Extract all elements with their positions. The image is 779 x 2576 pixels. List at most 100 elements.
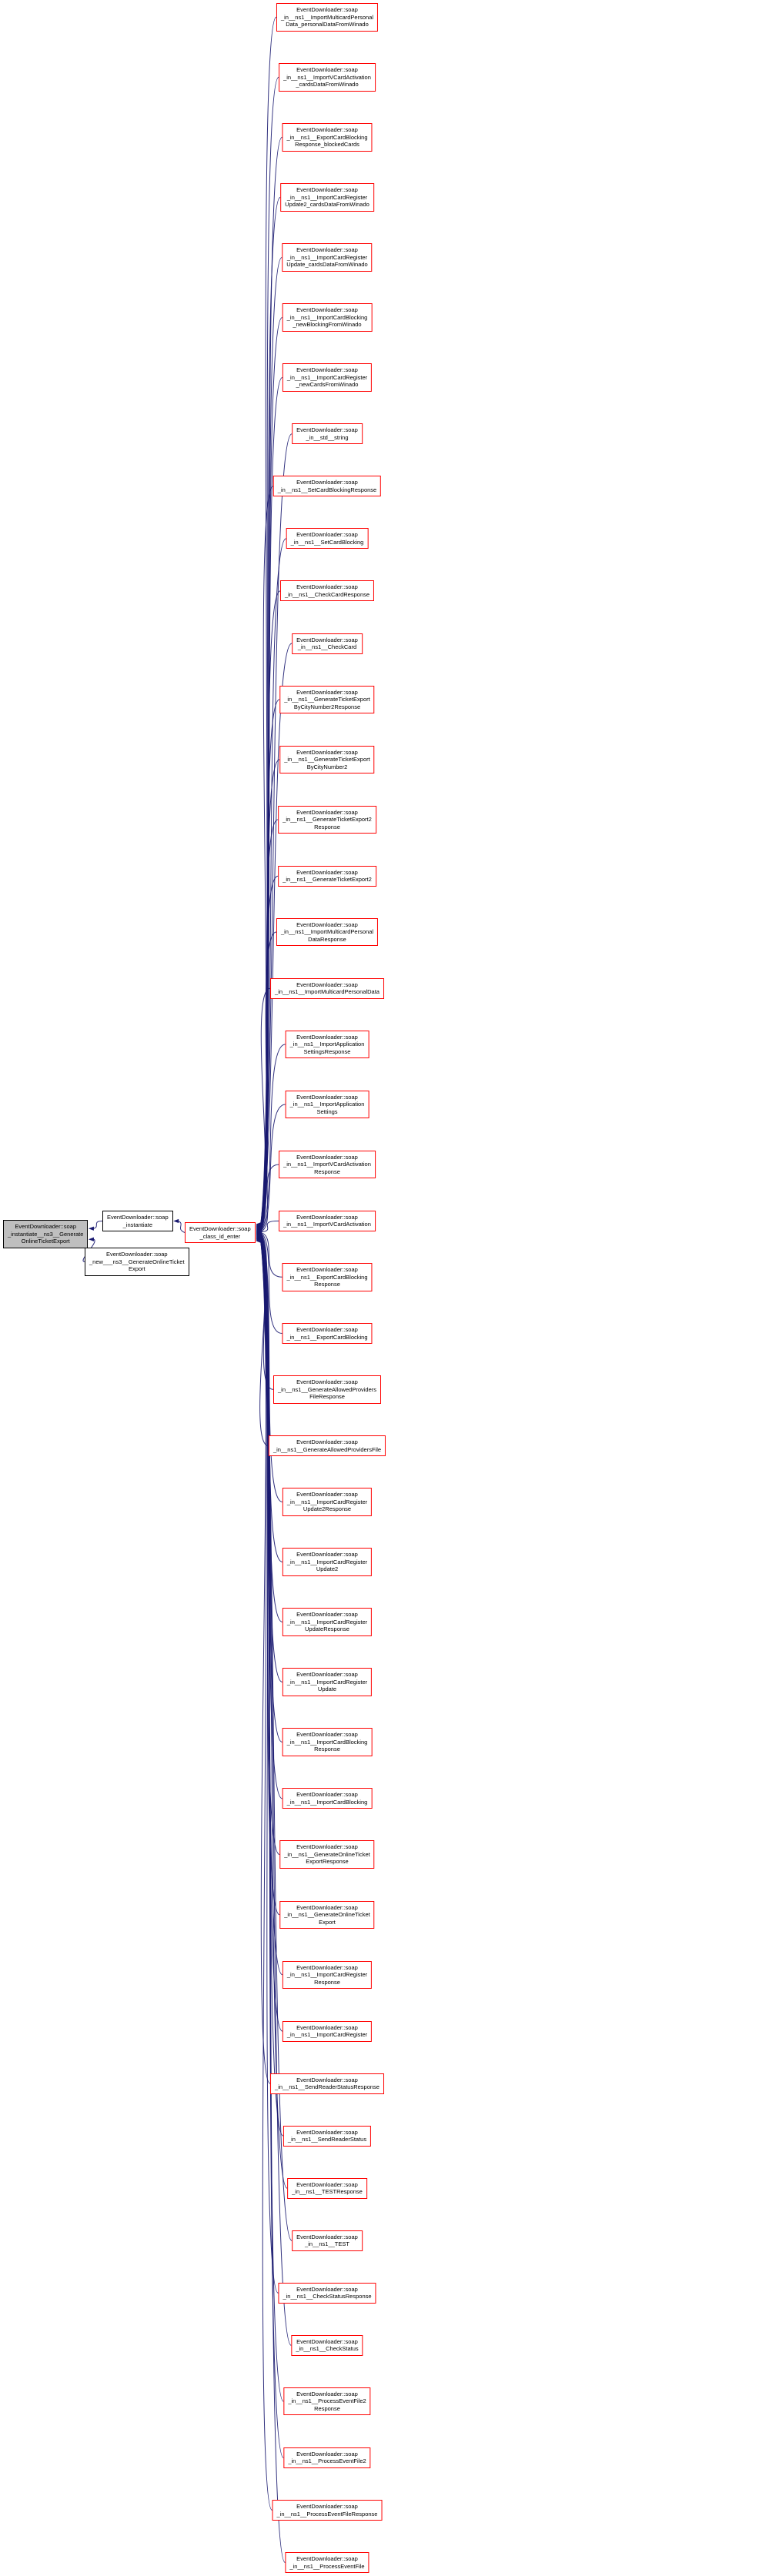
node-label-line: _in__ns1__ImportApplication	[289, 1101, 365, 1108]
caller-node-24[interactable]: EventDownloader::soap_in__ns1__ExportCar…	[282, 1323, 373, 1344]
node-label-line: EventDownloader::soap	[296, 1326, 358, 1333]
node-label-line: EventDownloader::soap	[296, 1491, 358, 1498]
node-label-line: EventDownloader::soap	[296, 246, 358, 254]
caller-node-22[interactable]: EventDownloader::soap_in__ns1__ImportVCa…	[279, 1210, 376, 1231]
caller-node-17[interactable]: EventDownloader::soap_in__ns1__ImportMul…	[276, 917, 379, 947]
caller-node-20[interactable]: EventDownloader::soap_in__ns1__ImportApp…	[285, 1090, 369, 1119]
node-label-line: _in__ns1__GenerateTicketExport2	[283, 816, 372, 824]
caller-node-42[interactable]: EventDownloader::soap_in__ns1__CheckStat…	[291, 2334, 363, 2356]
node-soap-class-id-enter[interactable]: EventDownloader::soap _class_id_enter	[185, 1222, 256, 1243]
node-label-line: EventDownloader::soap	[296, 636, 358, 643]
caller-node-43[interactable]: EventDownloader::soap_in__ns1__ProcessEv…	[283, 2387, 371, 2416]
node-label-line: ByCityNumber2Response	[293, 703, 361, 710]
node-label-line: _in__ns1__ProcessEventFile2	[288, 2397, 366, 2405]
caller-node-21[interactable]: EventDownloader::soap_in__ns1__ImportVCa…	[279, 1150, 376, 1179]
caller-node-45[interactable]: EventDownloader::soap_in__ns1__ProcessEv…	[272, 2500, 383, 2521]
caller-node-23[interactable]: EventDownloader::soap_in__ns1__ExportCar…	[282, 1263, 373, 1291]
node-label-line: Data_personalDataFromWinado	[286, 21, 369, 28]
caller-node-41[interactable]: EventDownloader::soap_in__ns1__CheckStat…	[278, 2282, 376, 2304]
caller-node-6[interactable]: EventDownloader::soap_in__ns1__ImportCar…	[282, 303, 373, 332]
node-label-line: EventDownloader::soap	[296, 2023, 358, 2031]
node-label-line: EventDownloader::soap	[296, 1551, 358, 1559]
caller-node-11[interactable]: EventDownloader::soap_in__ns1__CheckCard…	[279, 580, 375, 602]
node-label-line: Update2_cardsDataFromWinado	[285, 201, 369, 209]
node-label-line: _in__ns1__SendReaderStatus	[287, 2136, 367, 2143]
node-label-line: SettingsResponse	[303, 1047, 351, 1055]
node-label-line: _in__ns1__GenerateOnlineTicket	[284, 1911, 370, 1918]
caller-node-3[interactable]: EventDownloader::soap_in__ns1__ExportCar…	[282, 123, 373, 152]
node-label-line: Response	[314, 1746, 340, 1753]
caller-node-35[interactable]: EventDownloader::soap_in__ns1__ImportCar…	[282, 1960, 373, 1989]
node-label-line: EventDownloader::soap	[296, 688, 358, 696]
node-label-line: _in__ns1__ImportCardRegister	[286, 253, 368, 261]
node-label-line: Export	[319, 1918, 336, 1926]
caller-node-33[interactable]: EventDownloader::soap_in__ns1__GenerateO…	[279, 1840, 375, 1869]
caller-node-25[interactable]: EventDownloader::soap_in__ns1__GenerateA…	[273, 1375, 381, 1404]
node-label-line: _in__std__string	[306, 433, 349, 441]
node-label-line: FileResponse	[309, 1393, 345, 1401]
caller-node-7[interactable]: EventDownloader::soap_in__ns1__ImportCar…	[282, 363, 373, 392]
caller-node-26[interactable]: EventDownloader::soap_in__ns1__GenerateA…	[268, 1435, 386, 1457]
node-label-line: EventDownloader::soap	[296, 126, 358, 134]
node-label-line: _in__ns1__GenerateTicketExport	[284, 696, 370, 703]
caller-node-2[interactable]: EventDownloader::soap_in__ns1__ImportVCa…	[279, 63, 376, 92]
caller-node-5[interactable]: EventDownloader::soap_in__ns1__ImportCar…	[282, 243, 373, 272]
node-label-line: EventDownloader::soap	[296, 1963, 358, 1971]
node-label-line: EventDownloader::soap	[296, 426, 358, 434]
node-label-line: _cardsDataFromWinado	[296, 81, 359, 88]
caller-node-10[interactable]: EventDownloader::soap_in__ns1__SetCardBl…	[286, 528, 369, 550]
caller-node-29[interactable]: EventDownloader::soap_in__ns1__ImportCar…	[282, 1608, 373, 1636]
caller-node-34[interactable]: EventDownloader::soap_in__ns1__GenerateO…	[279, 1900, 375, 1929]
caller-node-46[interactable]: EventDownloader::soap_in__ns1__ProcessEv…	[285, 2552, 369, 2573]
caller-node-27[interactable]: EventDownloader::soap_in__ns1__ImportCar…	[282, 1488, 373, 1516]
caller-node-9[interactable]: EventDownloader::soap_in__ns1__SetCardBl…	[272, 476, 382, 497]
caller-node-16[interactable]: EventDownloader::soap_in__ns1__GenerateT…	[278, 865, 376, 887]
caller-node-39[interactable]: EventDownloader::soap_in__ns1__TESTRespo…	[287, 2177, 367, 2199]
caller-node-15[interactable]: EventDownloader::soap_in__ns1__GenerateT…	[278, 805, 376, 834]
caller-node-36[interactable]: EventDownloader::soap_in__ns1__ImportCar…	[282, 2020, 373, 2042]
node-label-line: _in__ns1__GenerateAllowedProviders	[278, 1385, 376, 1393]
node-label-line: _in__ns1__ImportVCardActivation	[283, 1161, 371, 1168]
node-label-line: _instantiate__ns3__Generate	[8, 1230, 84, 1238]
node-label-line: _in__ns1__ImportCardRegister	[286, 193, 368, 201]
caller-node-4[interactable]: EventDownloader::soap_in__ns1__ImportCar…	[280, 183, 374, 212]
node-label-line: EventDownloader::soap	[296, 2128, 358, 2136]
node-soap-new-ns3-generate-online-ticket-export[interactable]: EventDownloader::soap _new___ns3__Genera…	[85, 1248, 189, 1276]
caller-node-14[interactable]: EventDownloader::soap_in__ns1__GenerateT…	[279, 745, 375, 774]
caller-node-38[interactable]: EventDownloader::soap_in__ns1__SendReade…	[283, 2125, 372, 2147]
node-label-line: EventDownloader::soap	[296, 1033, 358, 1041]
caller-node-1[interactable]: EventDownloader::soap_in__ns1__ImportMul…	[276, 3, 379, 32]
caller-node-28[interactable]: EventDownloader::soap_in__ns1__ImportCar…	[282, 1548, 373, 1576]
caller-node-12[interactable]: EventDownloader::soap_in__ns1__CheckCard	[292, 633, 363, 654]
node-soap-instantiate[interactable]: EventDownloader::soap _instantiate	[102, 1211, 173, 1231]
node-label-line: _in__ns1__ImportMulticardPersonal	[280, 13, 374, 21]
node-label-line: EventDownloader::soap	[296, 6, 358, 13]
caller-node-30[interactable]: EventDownloader::soap_in__ns1__ImportCar…	[282, 1668, 373, 1696]
node-label-line: EventDownloader::soap	[296, 2503, 358, 2510]
caller-node-37[interactable]: EventDownloader::soap_in__ns1__SendReade…	[270, 2073, 384, 2094]
node-label-line: EventDownloader::soap	[296, 1378, 358, 1386]
node-label-line: _in__ns1__SetCardBlocking	[290, 538, 364, 546]
node-label-line: ByCityNumber2	[306, 763, 348, 770]
caller-node-19[interactable]: EventDownloader::soap_in__ns1__ImportApp…	[285, 1030, 369, 1059]
caller-node-31[interactable]: EventDownloader::soap_in__ns1__ImportCar…	[282, 1728, 373, 1756]
node-label-line: EventDownloader::soap	[296, 1731, 358, 1739]
node-label-line: EventDownloader::soap	[296, 2337, 358, 2345]
node-label-line: OnlineTicketExport	[21, 1238, 70, 1245]
caller-node-40[interactable]: EventDownloader::soap_in__ns1__TEST	[292, 2230, 363, 2251]
node-label-line: _in__ns1__GenerateTicketExport	[284, 756, 370, 763]
node-label-line: EventDownloader::soap	[296, 583, 358, 591]
caller-node-32[interactable]: EventDownloader::soap_in__ns1__ImportCar…	[282, 1788, 373, 1809]
node-label-line: _new___ns3__GenerateOnlineTicket	[89, 1258, 185, 1265]
caller-node-8[interactable]: EventDownloader::soap_in__std__string	[292, 423, 363, 445]
node-label-line: Update2Response	[303, 1505, 352, 1513]
node-label-line: _in__ns1__GenerateAllowedProvidersFile	[272, 1445, 382, 1453]
node-label-line: _in__ns1__ExportCardBlocking	[286, 133, 368, 141]
caller-node-44[interactable]: EventDownloader::soap_in__ns1__ProcessEv…	[283, 2447, 371, 2468]
caller-node-18[interactable]: EventDownloader::soap_in__ns1__ImportMul…	[270, 977, 384, 999]
caller-node-13[interactable]: EventDownloader::soap_in__ns1__GenerateT…	[279, 685, 375, 713]
node-label-line: EventDownloader::soap	[105, 1251, 168, 1258]
node-label-line: _in__ns1__TEST	[305, 2240, 349, 2248]
node-label-line: EventDownloader::soap	[296, 1438, 358, 1446]
node-label-line: _in__ns1__ProcessEventFile	[289, 2562, 365, 2570]
